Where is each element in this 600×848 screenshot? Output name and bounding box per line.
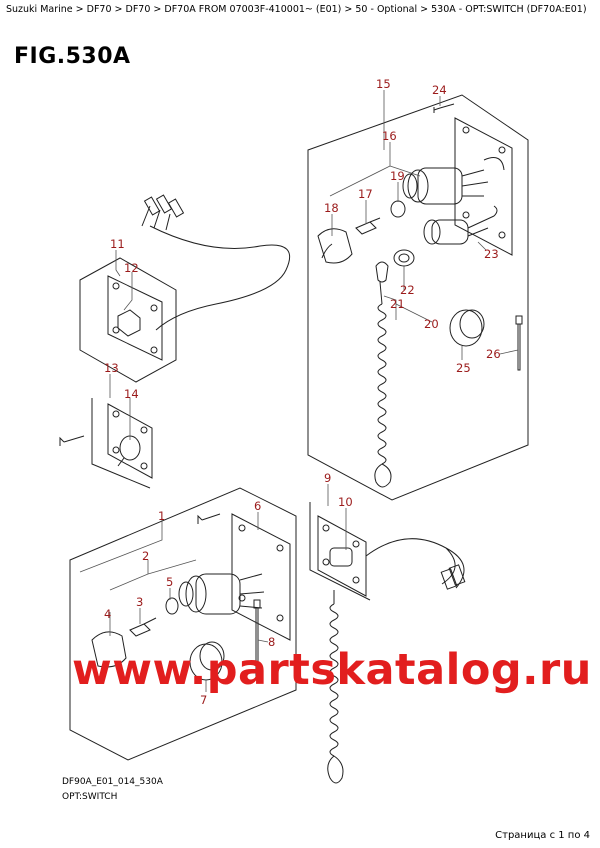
figure-name: OPT:SWITCH [62, 792, 118, 802]
callout-12: 12 [124, 261, 139, 275]
callout-7: 7 [200, 693, 207, 707]
callout-20: 20 [424, 317, 439, 331]
callout-23: 23 [484, 247, 499, 261]
switch-harness-group [79, 194, 291, 383]
callout-18: 18 [324, 201, 339, 215]
callout-5: 5 [166, 575, 173, 589]
callout-16: 16 [382, 129, 397, 143]
callout-1: 1 [158, 509, 165, 523]
callout-2: 2 [142, 549, 149, 563]
callout-26: 26 [486, 347, 501, 361]
page-indicator: Страница с 1 по 4 [495, 830, 590, 841]
callout-6: 6 [254, 499, 261, 513]
toggle-switch-group [59, 398, 153, 489]
lower-switch-assembly [69, 487, 297, 761]
page-title: FIG.530A [14, 44, 131, 69]
callout-25: 25 [456, 361, 471, 375]
callout-9: 9 [324, 471, 331, 485]
callout-14: 14 [124, 387, 139, 401]
lanyard-switch-group [309, 502, 466, 784]
leader-lines [79, 90, 519, 692]
callout-21: 21 [390, 297, 405, 311]
callout-10: 10 [338, 495, 353, 509]
callout-11: 11 [110, 237, 125, 251]
upper-switch-assembly [307, 94, 529, 501]
callout-13: 13 [104, 361, 119, 375]
callout-8: 8 [268, 635, 275, 649]
watermark: www.partskatalog.ru [72, 645, 592, 695]
callout-3: 3 [136, 595, 143, 609]
callout-17: 17 [358, 187, 373, 201]
callout-19: 19 [390, 169, 405, 183]
callout-labels: 1 2 3 4 5 6 7 8 9 10 11 12 13 14 15 16 1… [104, 77, 501, 707]
callout-24: 24 [432, 83, 447, 97]
callout-4: 4 [104, 607, 111, 621]
callout-15: 15 [376, 77, 391, 91]
figure-code: DF90A_E01_014_530A [62, 777, 163, 787]
breadcrumb: Suzuki Marine > DF70 > DF70 > DF70A FROM… [6, 4, 587, 15]
callout-22: 22 [400, 283, 415, 297]
